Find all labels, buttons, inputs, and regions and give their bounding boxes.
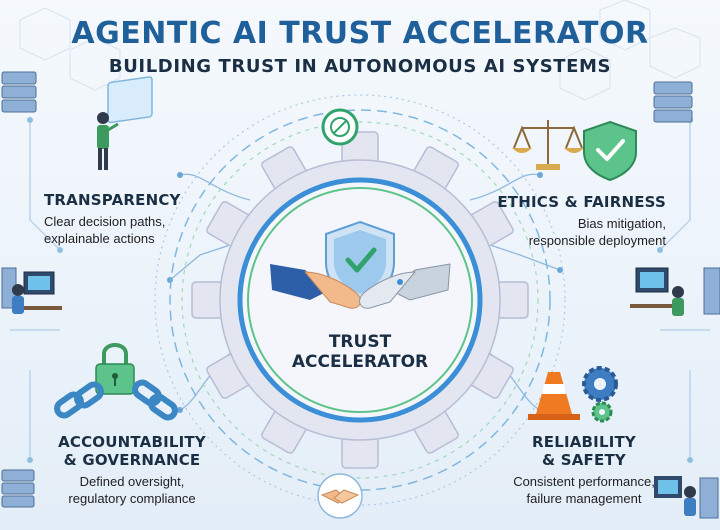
pillar-reliability: RELIABILITY & SAFETY Consistent performa… bbox=[496, 433, 672, 507]
pillar-accountability: ACCOUNTABILITY & GOVERNANCE Defined over… bbox=[42, 433, 222, 507]
pillar-desc: responsible deployment bbox=[528, 233, 666, 248]
pillar-desc: regulatory compliance bbox=[68, 491, 196, 506]
center-label-line2: ACCELERATOR bbox=[291, 352, 429, 372]
pillar-transparency: TRANSPARENCY Clear decision paths, expla… bbox=[44, 191, 224, 247]
page-title: AGENTIC AI TRUST ACCELERATOR bbox=[71, 16, 649, 51]
pillar-title: & GOVERNANCE bbox=[63, 451, 201, 469]
pillar-title: ETHICS & FAIRNESS bbox=[497, 193, 666, 211]
pillar-desc: Bias mitigation, bbox=[577, 216, 666, 231]
pillar-ethics: ETHICS & FAIRNESS Bias mitigation, respo… bbox=[490, 193, 666, 249]
pillar-title: & SAFETY bbox=[542, 451, 626, 469]
pillar-desc: failure management bbox=[526, 491, 642, 506]
pillar-title: RELIABILITY bbox=[532, 433, 636, 451]
pillar-desc: Defined oversight, bbox=[79, 474, 185, 489]
page-subtitle: BUILDING TRUST IN AUTONOMOUS AI SYSTEMS bbox=[108, 56, 612, 77]
pillar-title: TRANSPARENCY bbox=[44, 191, 181, 209]
pillar-desc: Clear decision paths, bbox=[44, 214, 166, 229]
pillar-title: ACCOUNTABILITY bbox=[58, 433, 206, 451]
pillar-desc: explainable actions bbox=[44, 231, 155, 246]
pillar-desc: Consistent performance, bbox=[513, 474, 655, 489]
handshake-icon bbox=[270, 263, 451, 309]
center-label-line1: TRUST bbox=[328, 332, 392, 352]
